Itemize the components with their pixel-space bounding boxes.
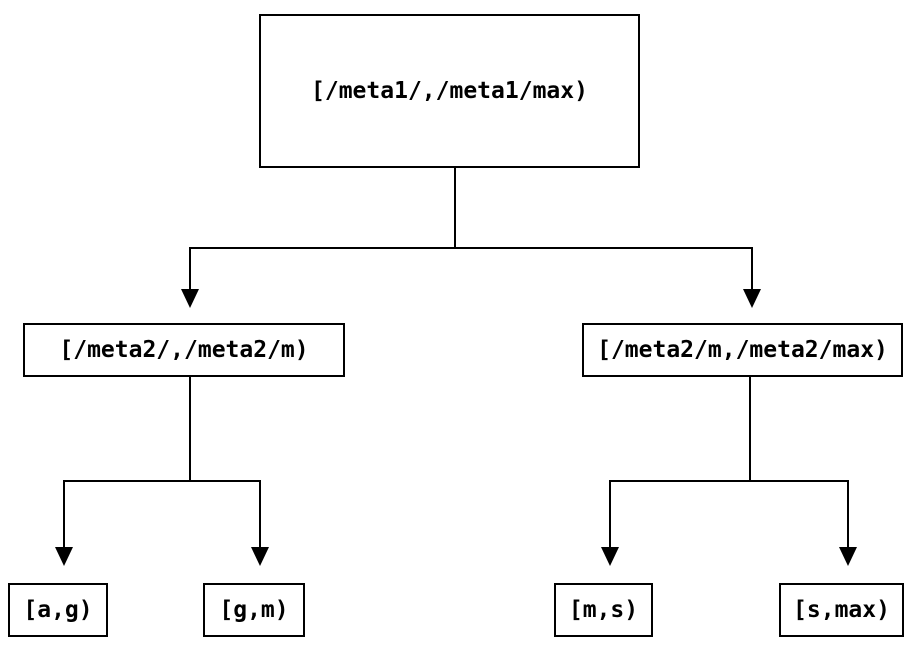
arrowhead-to-leaf-smax xyxy=(839,547,857,566)
node-label: [/meta2/,/meta2/m) xyxy=(59,337,309,363)
node-label: [g,m) xyxy=(219,597,289,623)
edge-right-to-leaves xyxy=(609,377,849,548)
node-meta2-high-range: [/meta2/m,/meta2/max) xyxy=(582,323,903,377)
arrowhead-to-leaf-ms xyxy=(601,547,619,566)
edge-root-to-children xyxy=(189,168,753,290)
arrowhead-to-right-node xyxy=(743,289,761,308)
node-label: [m,s) xyxy=(568,597,639,623)
leaf-node-g-m: [g,m) xyxy=(203,583,305,637)
leaf-node-a-g: [a,g) xyxy=(8,583,108,637)
node-meta2-low-range: [/meta2/,/meta2/m) xyxy=(23,323,345,377)
edge-left-to-leaves xyxy=(63,377,261,548)
arrowhead-to-left-node xyxy=(181,289,199,308)
node-label: [a,g) xyxy=(23,597,93,623)
leaf-node-m-s: [m,s) xyxy=(554,583,653,637)
arrowhead-to-leaf-ag xyxy=(55,547,73,566)
node-label: [/meta1/,/meta1/max) xyxy=(311,78,588,104)
arrowhead-to-leaf-gm xyxy=(251,547,269,566)
node-label: [/meta2/m,/meta2/max) xyxy=(597,337,888,363)
leaf-node-s-max: [s,max) xyxy=(779,583,904,637)
node-meta1-range: [/meta1/,/meta1/max) xyxy=(259,14,640,168)
node-label: [s,max) xyxy=(793,597,890,623)
